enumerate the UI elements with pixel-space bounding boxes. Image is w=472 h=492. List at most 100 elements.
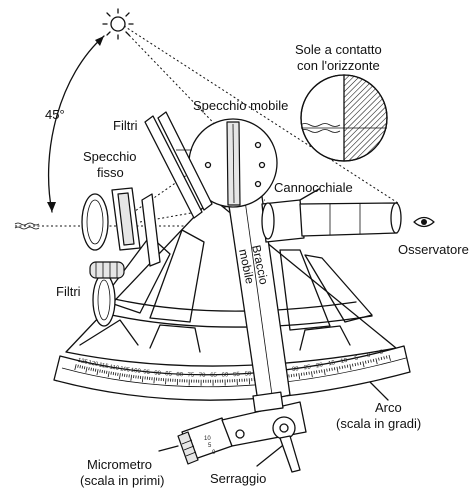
arc-scale-tick: [79, 365, 81, 369]
arc-scale-number: 5: [354, 355, 359, 362]
filtri-top-label: Filtri: [113, 118, 138, 133]
arc-scale-tick: [352, 363, 354, 367]
arc-scale-tick: [331, 367, 333, 371]
sun-horizon-inset: [300, 74, 388, 162]
micrometro-label-line1: Micrometro: [87, 457, 152, 472]
arco-leader: [369, 381, 389, 401]
arc-scale-tick: [88, 367, 90, 371]
arc-scale-tick: [110, 371, 112, 375]
arc-scale-tick: [81, 365, 84, 369]
arc-scale-tick: [346, 364, 349, 368]
arc-scale-number: 125: [77, 358, 89, 366]
sun-contact-label-line2: con l'orizzonte: [297, 58, 380, 73]
arc-scale-tick: [92, 368, 95, 372]
arc-scale-number: 65: [210, 373, 217, 379]
horizon-filters: [81, 193, 125, 327]
arc-scale-number: 15: [328, 360, 336, 367]
arc-scale-tick: [380, 356, 383, 361]
angle-label: 45°: [45, 107, 65, 122]
arc-scale-tick: [321, 369, 323, 373]
arc-scale-tick: [326, 368, 328, 372]
arc-scale-numbers: 1251201151101051009590858075706560555045…: [77, 349, 384, 378]
arc-scale-number: 115: [98, 362, 109, 370]
arc-scale-tick: [94, 368, 97, 372]
arc-scale-number: 25: [304, 364, 312, 371]
telescope: [261, 199, 402, 243]
cannocchiale-label: Cannocchiale: [274, 180, 353, 195]
arc-scale-tick: [341, 365, 344, 369]
osservatore-label: Osservatore: [398, 242, 469, 257]
arc-scale-tick: [367, 360, 370, 364]
sun-contact-label-line1: Sole a contatto: [295, 42, 382, 57]
arc-scale-tick: [323, 369, 326, 376]
arc-scale-tick: [74, 364, 77, 371]
arc-scale-number: 85: [165, 371, 173, 377]
arc-scale-tick: [99, 369, 101, 373]
arc-scale-tick: [96, 369, 99, 376]
arc-scale-number: 10: [340, 358, 348, 365]
arc-scale-number: 110: [109, 364, 120, 372]
arc-scale-tick: [370, 359, 372, 363]
arc-scale-number: 105: [120, 366, 131, 374]
arc-scale-tick: [354, 363, 357, 367]
arc-scale-tick: [90, 367, 92, 371]
arc-scale-tick: [328, 368, 331, 372]
serraggio-label: Serraggio: [210, 471, 266, 486]
eye-icon: [413, 216, 435, 228]
arc-scale-number: 80: [176, 372, 184, 378]
horizon-wave-icon: [14, 222, 40, 230]
arc-scale-number: 70: [199, 373, 206, 379]
arc-scale-tick: [336, 366, 339, 373]
arc-scale-tick: [359, 361, 362, 365]
arc-scale-tick: [103, 370, 106, 374]
vernier-scale-10: 10: [204, 436, 211, 442]
arc-scale-number: 55: [233, 372, 241, 378]
specchio-fisso-label-line2: fisso: [97, 165, 124, 180]
arc-scale-number: 5: [379, 349, 384, 356]
telescope-leader: [299, 188, 320, 201]
arc-scale-number: 120: [88, 360, 100, 368]
arc-scale-number: 0: [366, 353, 371, 360]
sextant-frame: [65, 197, 397, 367]
arc-scale-tick: [83, 366, 86, 370]
arc-scale-tick: [339, 366, 341, 370]
arc-scale-tick: [112, 371, 115, 376]
arc-scale-tick: [375, 358, 378, 365]
arc-scale-tick: [107, 371, 110, 378]
arc-scale-tick: [362, 361, 365, 368]
arc-scale-tick: [383, 356, 385, 360]
arc-scale-tick: [344, 365, 346, 369]
arc-scale-tick: [153, 377, 155, 384]
arc-scale-tick: [130, 374, 133, 381]
arc-scale-number: 90: [154, 370, 162, 377]
arc-scale-tick: [85, 366, 88, 373]
arc-scale-tick: [311, 371, 313, 378]
filtri-left-label: Filtri: [56, 284, 81, 299]
arc-scale-tick: [378, 357, 380, 361]
vernier-scale-5: 5: [208, 443, 212, 449]
arc-scale-tick: [333, 367, 336, 371]
arc-scale-tick: [298, 373, 301, 380]
graduated-arc: 1251201151101051009590858075706560555045…: [53, 345, 411, 401]
arc-scale-tick: [141, 376, 144, 383]
arc-scale-tick: [388, 354, 391, 361]
index-mirror: [188, 118, 278, 208]
fixed-mirror: [111, 187, 161, 267]
specchio-mobile-label: Specchio mobile: [193, 98, 288, 113]
specchio-fisso-label-line1: Specchio: [83, 149, 136, 164]
arc-scale-tick: [365, 360, 367, 364]
arc-scale-tick: [101, 369, 103, 374]
arco-label-line1: Arco: [375, 400, 402, 415]
arco-label-line2: (scala in gradi): [336, 416, 421, 431]
arc-scale-tick: [119, 373, 121, 380]
micrometro-label-line2: (scala in primi): [80, 473, 165, 488]
arc-scale-number: 95: [143, 369, 151, 376]
arc-scale-number: 50: [245, 371, 253, 377]
serraggio-leader: [256, 445, 283, 467]
arc-scale-tick: [349, 364, 352, 371]
clamp-knob: [272, 416, 301, 473]
sun-icon: [102, 8, 134, 40]
vernier-scale-0: 0: [212, 450, 216, 456]
arc-scale-tick: [385, 355, 388, 359]
arc-scale-number: 75: [187, 372, 194, 378]
